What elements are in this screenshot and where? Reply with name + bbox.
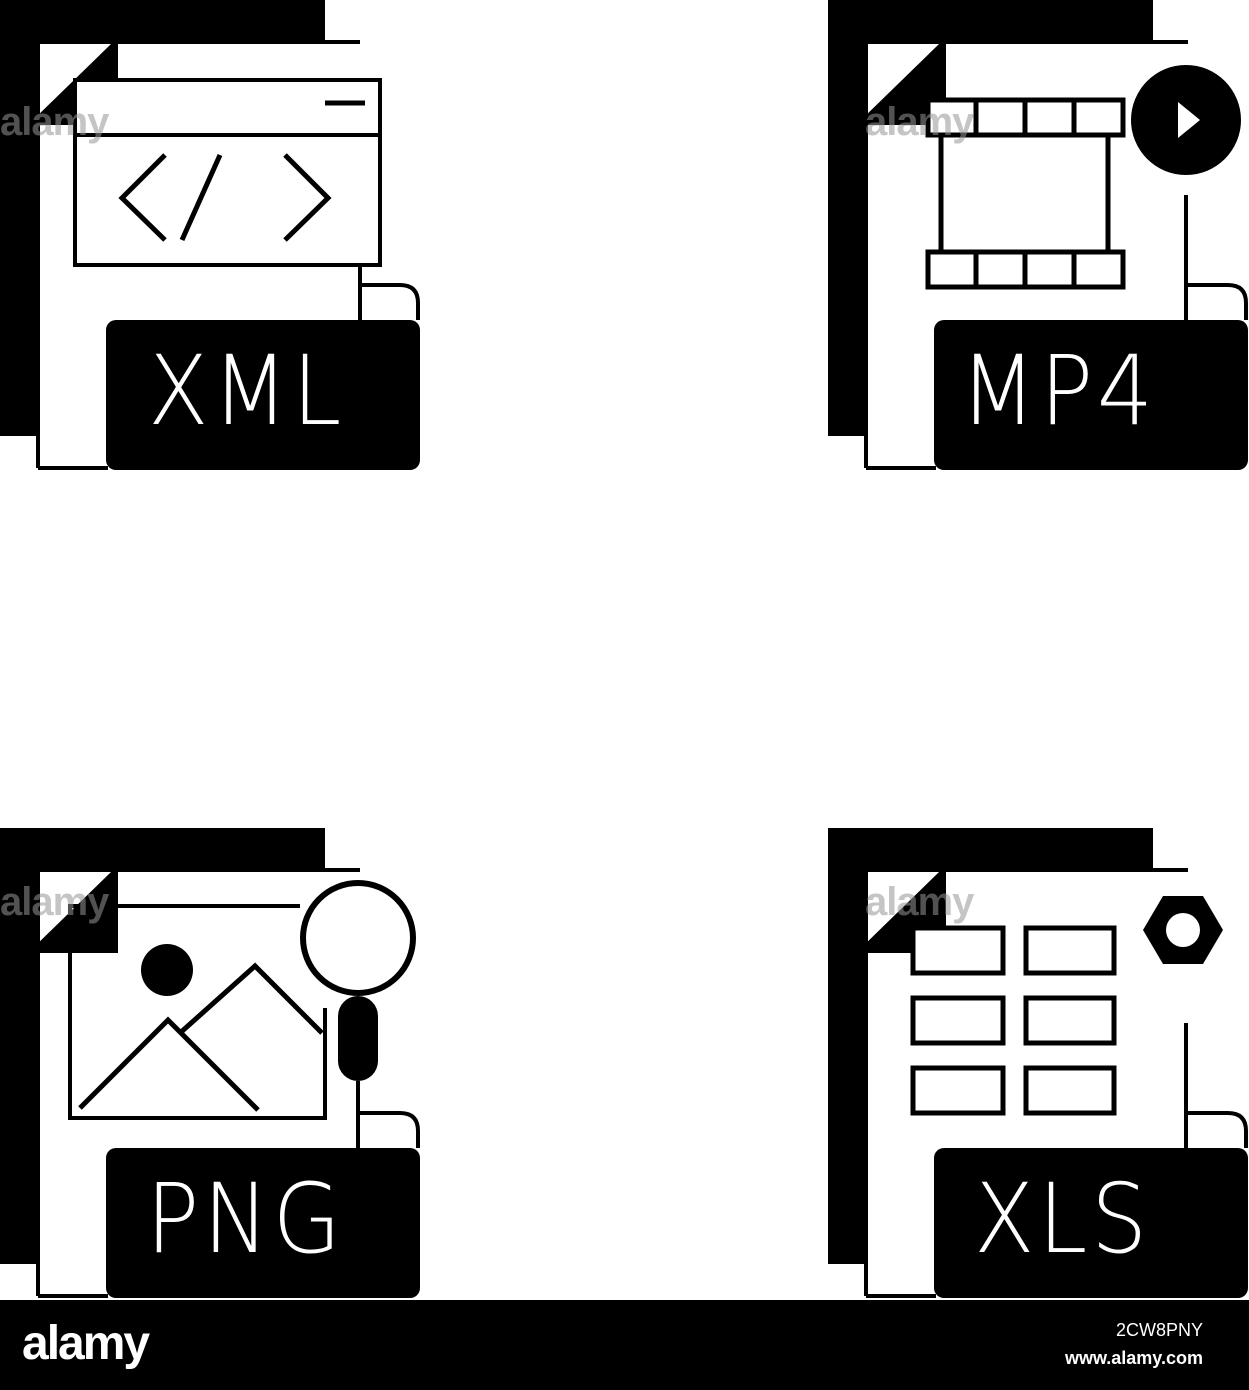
file-extension-label: XML [148, 335, 345, 447]
png-file-icon: PNG [0, 828, 430, 1308]
xls-file-icon: XLS [828, 828, 1249, 1308]
watermark: alamy [0, 880, 109, 924]
watermark: alamy [865, 100, 974, 144]
site-url: www.alamy.com [1064, 1348, 1203, 1368]
watermark: alamy [865, 880, 974, 924]
image-id: 2CW8PNY [1115, 1320, 1203, 1340]
file-extension-label: MP4 [960, 335, 1157, 447]
file-extension-label: PNG [146, 1163, 345, 1275]
alamy-logo: alamy [22, 1317, 150, 1370]
footer-bar: alamy 2CW8PNY www.alamy.com [0, 1300, 1249, 1390]
watermark: alamy [0, 100, 109, 144]
file-extension-label: XLS [974, 1163, 1151, 1275]
mp4-file-icon: MP4 [828, 0, 1249, 480]
xml-file-icon: XML [0, 0, 430, 480]
